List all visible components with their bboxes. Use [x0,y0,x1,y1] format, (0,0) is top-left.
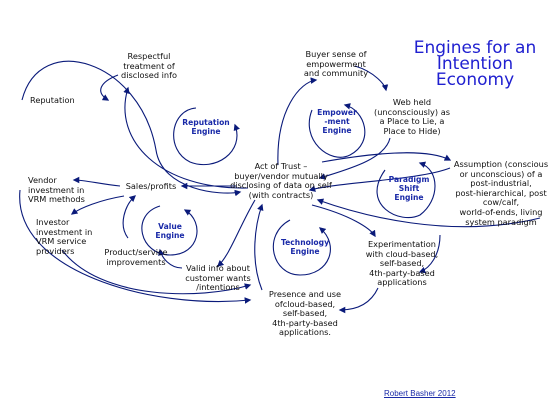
loop-technology-engine [272,219,331,276]
arrow-sales-to-investor [70,195,125,215]
arrow-buyer-sense-to-webheld [354,65,389,92]
node-buyer-sense: Buyer sense of empowerment and community [303,49,369,79]
arrow-sales-to-vendor [72,176,121,187]
engine-paradigm-shift: Paradigm Shift Engine [388,175,430,202]
arrow-left-arc-to-trust [21,60,242,197]
arrow-trust-to-buyer-sense [277,77,318,166]
arrow-presence-to-trust [254,203,264,291]
loop-value-engine [141,205,198,256]
minus-sign-icon: − [395,149,403,159]
arrow-valid-to-product [158,248,183,269]
arrow-trust-to-experimentation [311,204,376,238]
engine-technology: Technology Engine [280,238,330,256]
arrow-assumption-to-trust [308,167,451,192]
node-investor-investment: Investor investment in VRM service provi… [36,217,93,256]
node-valid-info: Valid info about customer wants /intenti… [185,263,251,293]
node-web-held: Web held (unconsciously) as a Place to L… [374,97,450,136]
engine-empowerment: Empower -ment Engine [317,108,357,135]
author-credit: Robert Basher 2012 [384,389,456,398]
node-respectful-treatment: Respectful treatment of disclosed info [121,51,177,81]
node-act-of-trust: Act of Trust – buyer/vendor mutually dis… [230,161,332,200]
engine-value: Value Engine [155,222,185,240]
node-vendor-investment: Vendor investment in VRM methods [28,175,85,205]
loop-empowerment-engine [308,103,366,158]
arrow-assumption-to-experimentation [418,234,441,274]
arrow-respectful-to-reputation [100,74,119,101]
node-presence-and-use: Presence and use ofcloud-based, self-bas… [268,289,342,338]
node-assumption: Assumption (conscious or unconscious) of… [453,159,549,227]
loop-paradigm-engine [376,161,436,219]
arrow-investor-to-presence [61,249,252,295]
diagram-title: Engines for an Intention Economy [413,38,537,90]
arrow-webheld-to-trust [318,137,391,180]
node-experimentation: Experimentation with cloud-based, self-b… [365,239,439,288]
node-sales-profits: Sales/profits [125,181,177,191]
arrow-product-to-sales [122,195,136,239]
arrow-experimentation-to-presence [338,287,379,314]
node-reputation: Reputation [30,95,75,105]
arrow-assumption-arc-to-trust [316,198,541,228]
loop-reputation-engine [173,107,240,166]
arrow-trust-to-assumption [321,152,452,163]
arrow-vendor-to-presence [19,189,252,304]
node-product-improvements: Product/service improvements [104,247,168,267]
arrow-trust-to-valid [217,199,256,267]
engine-reputation: Reputation Engine [182,118,230,136]
